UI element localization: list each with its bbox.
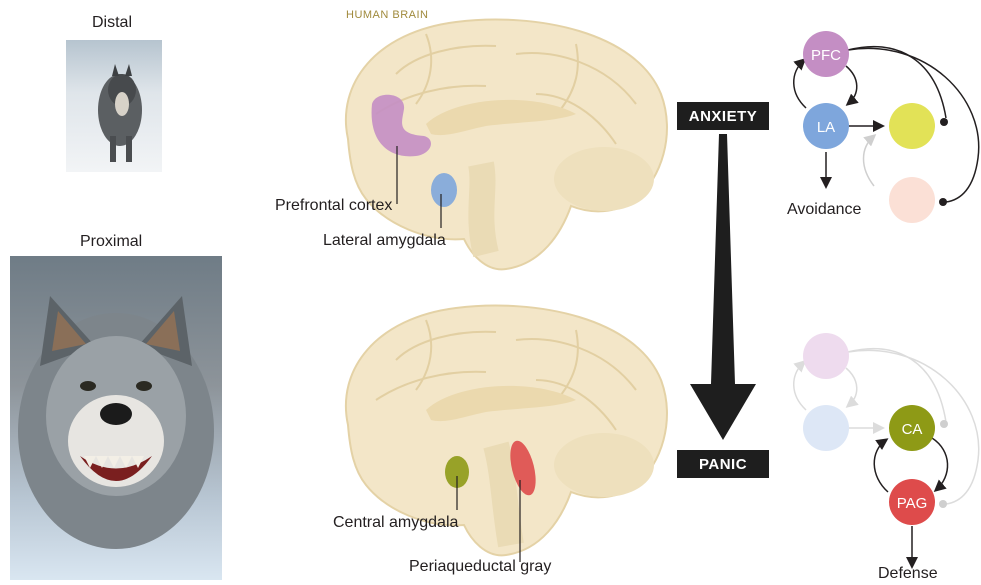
panic-tag: PANIC bbox=[677, 450, 769, 478]
defense-label: Defense bbox=[878, 565, 938, 583]
avoidance-label: Avoidance bbox=[787, 201, 861, 219]
proximal-label: Proximal bbox=[80, 233, 142, 251]
inhibit-dot-2 bbox=[939, 198, 947, 206]
inhibit-dot-1 bbox=[940, 118, 948, 126]
ca-label: CA bbox=[902, 421, 923, 438]
anxiety-circuit: PFC LA bbox=[776, 18, 981, 230]
inhibit-dot-3 bbox=[940, 420, 948, 428]
panic-circuit: CA PAG bbox=[776, 326, 981, 580]
pfc-label: PFC bbox=[811, 47, 841, 64]
pag-label: PAG bbox=[897, 495, 928, 512]
central-amygdala-label: Central amygdala bbox=[333, 514, 458, 532]
la-node-faded bbox=[803, 405, 849, 451]
anxiety-tag: ANXIETY bbox=[677, 102, 769, 130]
lateral-amygdala-label: Lateral amygdala bbox=[323, 232, 446, 250]
distal-wolf-photo bbox=[66, 40, 162, 172]
prefrontal-cortex-label: Prefrontal cortex bbox=[275, 197, 392, 215]
proximal-wolf-photo bbox=[10, 256, 222, 580]
periaqueductal-gray-label: Periaqueductal gray bbox=[409, 558, 551, 576]
la-label: LA bbox=[817, 119, 835, 136]
ca-node-faded bbox=[889, 103, 935, 149]
anxiety-to-panic-arrow bbox=[686, 134, 760, 444]
pag-node-faded bbox=[889, 177, 935, 223]
inhibit-dot-4 bbox=[939, 500, 947, 508]
pfc-node-faded bbox=[803, 333, 849, 379]
distal-label: Distal bbox=[92, 14, 132, 32]
